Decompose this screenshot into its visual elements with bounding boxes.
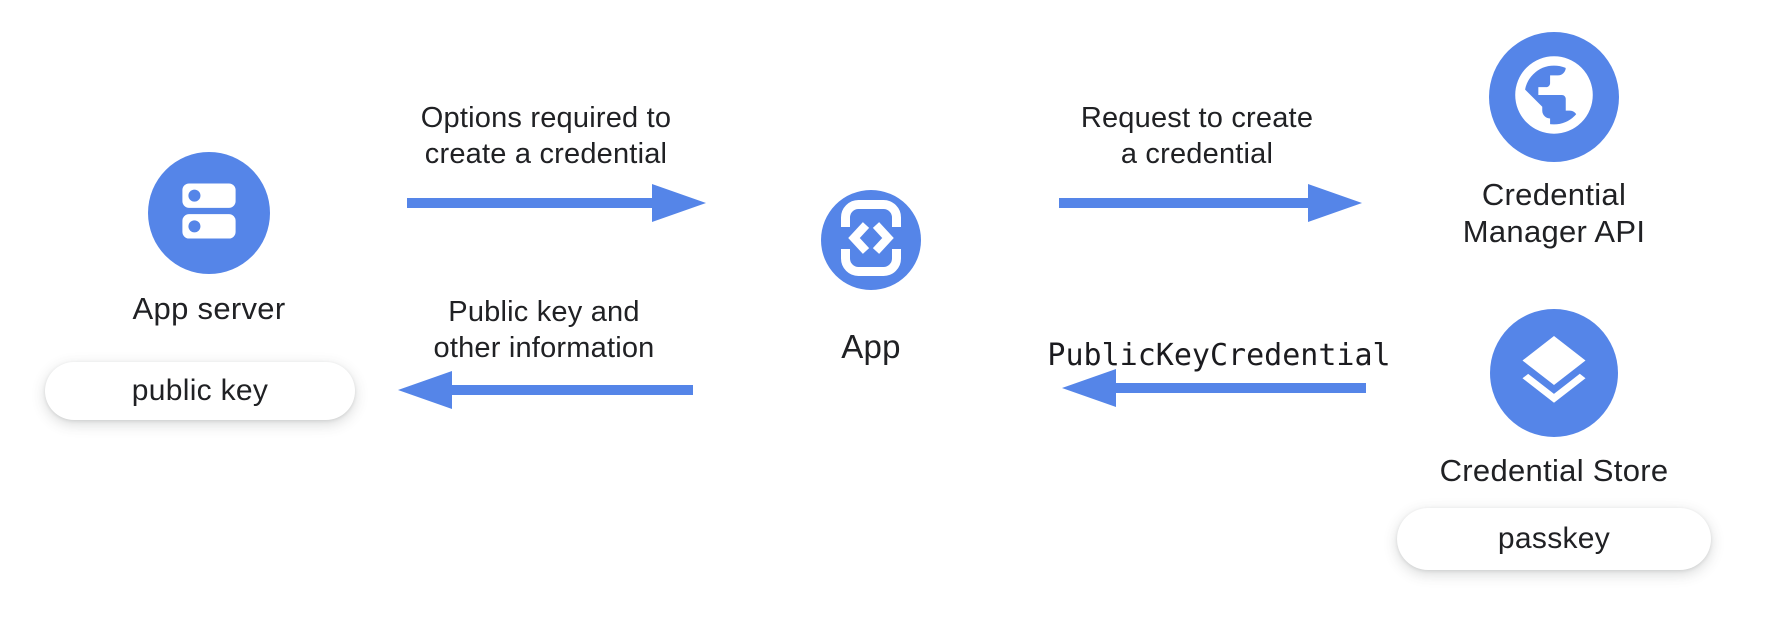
passkey-badge: passkey (1397, 508, 1711, 570)
passkey-badge-text: passkey (1497, 522, 1611, 555)
globe-icon (1507, 48, 1601, 147)
credential-store-label: Credential Store (1439, 453, 1669, 488)
app-label: App (841, 328, 901, 365)
app-node (821, 190, 921, 290)
public-key-badge-text: public key (131, 374, 269, 407)
phone-code-icon (839, 199, 903, 281)
arrow-right-options-icon (407, 183, 707, 223)
arrow-label-request: Request to create a credential (1080, 102, 1314, 170)
layers-icon (1512, 329, 1596, 418)
arrow-right-request-icon (1059, 183, 1363, 223)
server-icon (171, 173, 247, 254)
arrow-left-publickeycredential-icon (1061, 368, 1366, 408)
credential-manager-node (1489, 32, 1619, 162)
arrow-label-public-key-info: Public key and other information (433, 296, 655, 364)
credential-store-node (1490, 309, 1618, 437)
public-key-badge: public key (45, 362, 355, 420)
credential-manager-label: Credential Manager API (1462, 177, 1646, 249)
app-server-label: App server (132, 291, 286, 326)
arrow-label-publickeycredential: PublicKeyCredential (1047, 338, 1391, 373)
arrow-left-public-key-info-icon (397, 370, 693, 410)
app-server-node (148, 152, 270, 274)
arrow-label-options: Options required to create a credential (420, 102, 672, 170)
